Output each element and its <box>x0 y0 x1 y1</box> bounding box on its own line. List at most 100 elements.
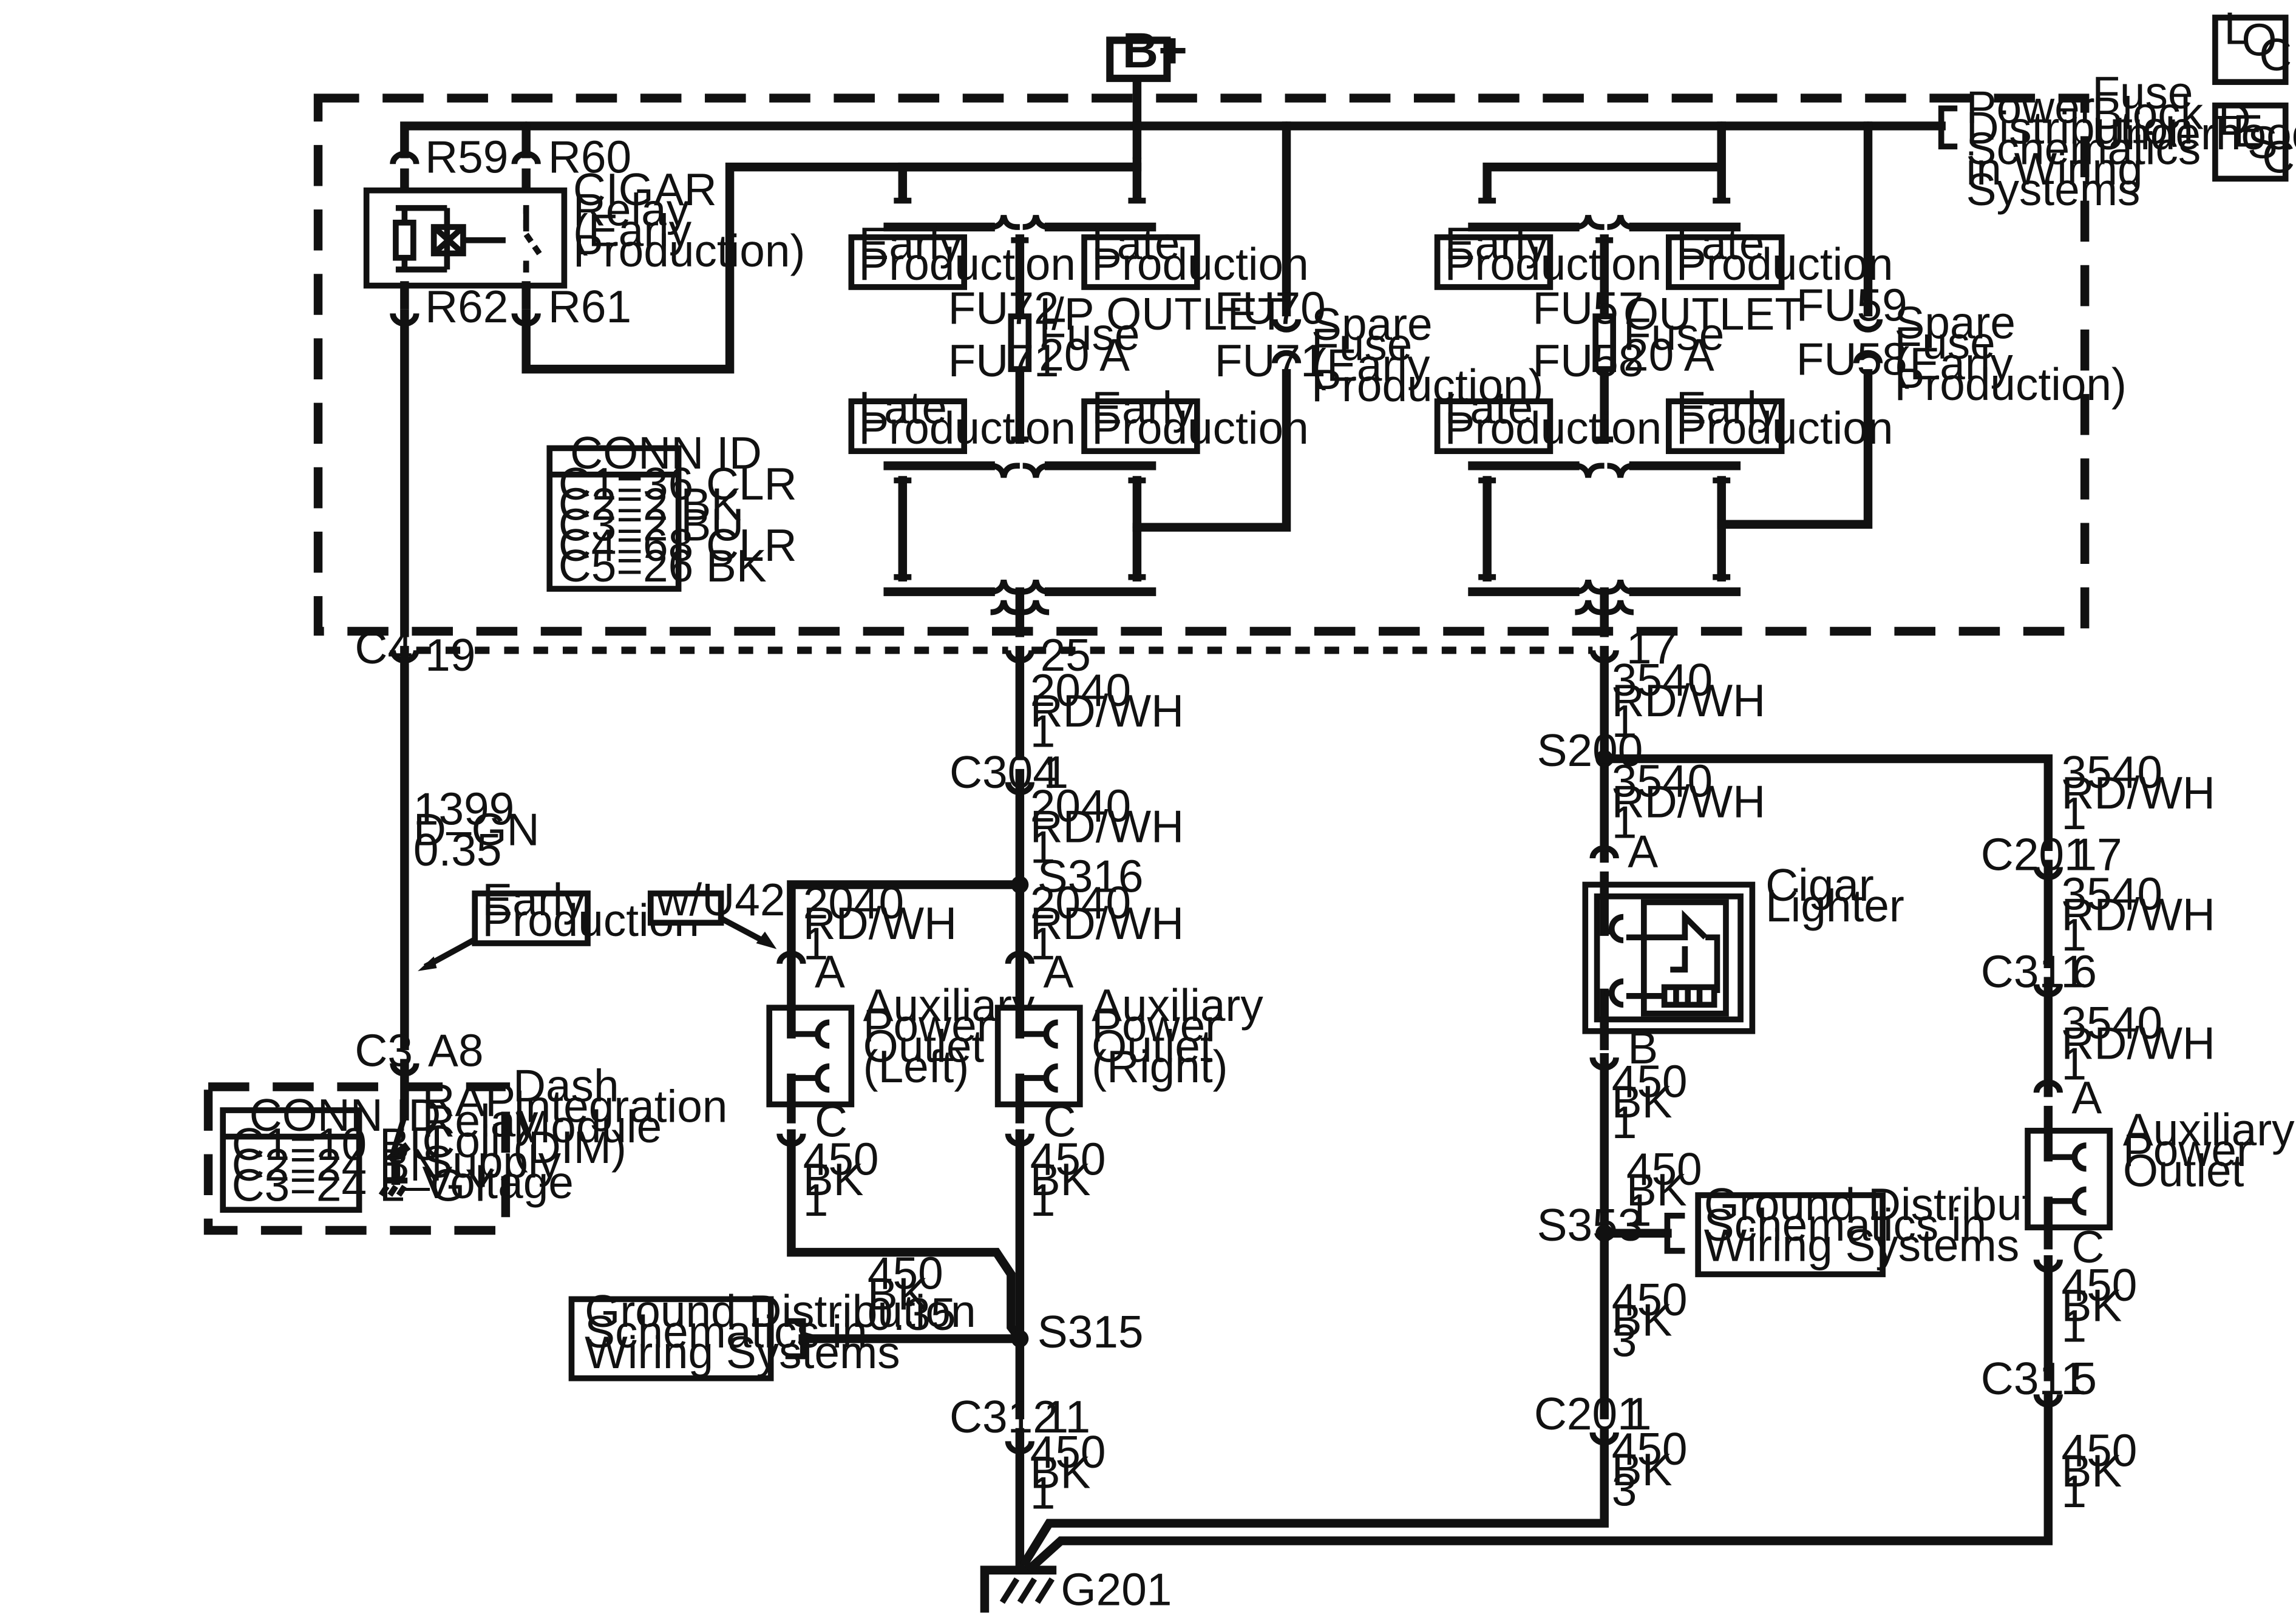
ground-g201: G201 <box>980 1392 2053 1615</box>
fuse-block-border <box>313 93 2090 636</box>
fu71-spare-label: FU71 <box>1215 335 1326 386</box>
right-late-bottom-1: Late <box>1445 382 1533 433</box>
relay-label-3: (Early <box>573 205 692 256</box>
power-dist-bracket <box>1938 105 1958 150</box>
wire-1399-2: D–GN <box>413 804 540 855</box>
apo-right-2: Power <box>1092 1000 1220 1051</box>
fu72-label: FU72 <box>948 282 1059 333</box>
gnd-ref-left-3: Wiring Systems <box>585 1327 900 1378</box>
w3540-b-1: 3540 <box>1612 756 1713 807</box>
s200-label: S200 <box>1537 725 1643 776</box>
apo-left-4: (Left) <box>863 1041 970 1092</box>
dim-conn-3: C3=24 L–GY <box>232 1160 496 1211</box>
conn-id-line-4: C4=68 CLR <box>559 520 797 571</box>
w450-lt-1: 450 <box>1612 1056 1688 1107</box>
left-outlet-ground <box>787 1129 1026 1345</box>
left-early-top-2: Production <box>858 239 1076 290</box>
cigar-relay: R59 R60 R62 R61 CIGAR Relay (Early Produ… <box>363 132 805 332</box>
aux-power-outlet-right: A C Auxiliary Power Outlet (Right) <box>994 946 1263 1146</box>
power-dist-ref-5: Systems <box>1966 164 2141 215</box>
w3540-e-2: RD/WH <box>2062 1018 2215 1069</box>
wire-2040-c-3: 1 <box>803 918 829 969</box>
w3540-c-3: 1 <box>2062 788 2087 839</box>
w450-g-2: BK <box>1030 1447 1091 1498</box>
w450-rear2-1: 450 <box>2062 1425 2138 1476</box>
c4-pin-17: 17 <box>1626 622 1677 673</box>
power-bus <box>400 77 1946 158</box>
aux-power-outlet-left: A C Auxiliary Power Outlet (Left) <box>766 946 1035 1146</box>
spare2-name-1: Spare <box>1894 297 2016 348</box>
cigar-lighter: A B Cigar Lighter <box>1582 826 1904 1073</box>
relay-output-wire <box>521 162 1142 374</box>
wire-2040-d-3: 1 <box>1030 918 1056 969</box>
desc-button[interactable]: D E S C <box>2212 93 2295 183</box>
power-dist-ref-2: Distribution <box>1966 102 2193 153</box>
connector-c4: C4 19 25 17 <box>355 622 1677 680</box>
ground-ref-left: Ground Distribution Schematics in Wiring… <box>568 1286 976 1381</box>
fu70-label: FU70 <box>1215 282 1326 333</box>
apo-rear-1: Auxiliary <box>2123 1104 2295 1155</box>
w450-lt-3: 1 <box>1612 1097 1637 1148</box>
conn-id-title: CONN ID <box>570 427 762 478</box>
conn-id-line-2: C2=2 BK <box>559 479 742 530</box>
w450-g-3: 1 <box>1030 1467 1056 1518</box>
w450-r-3: 1 <box>1030 1175 1056 1225</box>
lighter-label-2: Lighter <box>1765 880 1904 931</box>
w3540-b-3: 1 <box>1612 796 1637 847</box>
w450-3a-2: BK <box>1612 1295 1673 1346</box>
w450-s353-1: 450 <box>1626 1144 1702 1195</box>
left-early-top-1: Early <box>858 218 962 269</box>
wire-1399-1: 1399 <box>413 784 514 835</box>
dim-name-4: (DIM) <box>513 1122 627 1173</box>
w450-rear2-2: BK <box>2062 1445 2122 1496</box>
c311-b-label: C311 <box>1981 1353 2086 1404</box>
apo-right-3: Outlet <box>1092 1020 1213 1071</box>
apo-rear-2: Power <box>2123 1125 2252 1176</box>
spare2-name-4: Production) <box>1894 359 2127 410</box>
s315-label: S315 <box>1038 1306 1144 1357</box>
rap-5: Voltage <box>422 1157 574 1208</box>
spare-fuse-2: FU59 FU58 Spare Fuse (Early Production) <box>1796 279 2127 409</box>
right-late-top-2: Production <box>1676 239 1894 290</box>
w450-rear-3: 1 <box>2062 1300 2087 1351</box>
right-early-top-2: Production <box>1445 239 1662 290</box>
c312-label: C312 <box>949 1391 1058 1442</box>
w450-3a-1: 450 <box>1612 1274 1688 1325</box>
s353-label: S353 <box>1537 1199 1643 1250</box>
loc-c: C <box>2259 29 2292 80</box>
dim-conn-title: CONN ID <box>250 1090 441 1141</box>
w3540-a-3: 1 <box>1612 696 1637 747</box>
w450-l-3: 1 <box>803 1175 829 1225</box>
w450-s353-2: BK <box>1626 1164 1687 1215</box>
conn-id-fuse-block: CONN ID C1=36 CLR C2=2 BK C3=2 BU C4=68 … <box>546 427 797 592</box>
c201-r-label: C201 <box>1981 829 2090 880</box>
wire-2040-c-2: RD/WH <box>803 898 957 949</box>
w450-rear2-3: 1 <box>2062 1466 2087 1517</box>
w3540-a-1: 3540 <box>1612 654 1713 705</box>
apo-right-pin-a: A <box>1043 946 1073 997</box>
w450-l-2: BK <box>803 1154 864 1205</box>
c201-r-pin: 17 <box>2071 829 2122 880</box>
dim-name-1: Dash <box>513 1060 619 1111</box>
wu42-note: w/U42 <box>647 874 785 949</box>
right-early-bottom-1: Early <box>1676 382 1780 433</box>
apo-rear-pin-c: C <box>2071 1221 2104 1272</box>
w3540-a-2: RD/WH <box>1612 675 1765 726</box>
ip-outlet-name-1: I/P OUTLET <box>1039 288 1285 339</box>
loc-l: L <box>2224 2 2249 53</box>
w3540-d-2: RD/WH <box>2062 889 2215 940</box>
spare1-name-3: (Early <box>1311 339 1430 390</box>
w450-g-1: 450 <box>1030 1426 1106 1477</box>
lighter-label-1: Cigar <box>1765 859 1874 910</box>
wire-2040-b-3: 1 <box>1030 821 1056 872</box>
dim-name-3: Module <box>513 1101 662 1152</box>
early-production-note: Early Production <box>418 874 699 971</box>
loc-o: O <box>2241 15 2277 66</box>
pin-r61: R61 <box>548 281 631 332</box>
loc-button[interactable]: L O C <box>2212 2 2292 85</box>
apo-right-1: Auxiliary <box>1092 980 1263 1031</box>
fu71-label: FU71 <box>948 335 1059 386</box>
w450-3a-3: 3 <box>1612 1315 1637 1366</box>
dim-name-2: Integration <box>513 1080 727 1131</box>
